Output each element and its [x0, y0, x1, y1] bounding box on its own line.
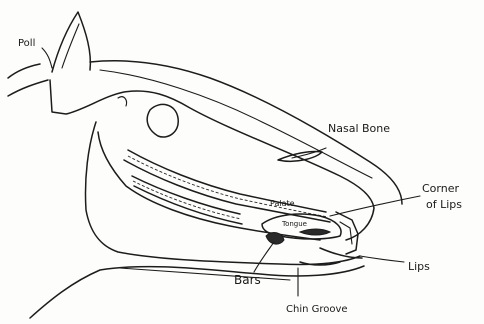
palate-label: Palate — [270, 199, 295, 208]
poll-leader — [42, 48, 52, 68]
ear-inner — [62, 24, 79, 68]
front-teeth — [336, 212, 358, 254]
mandible-outer — [85, 122, 360, 265]
bars-label: Bars — [234, 273, 261, 287]
orbit — [147, 104, 178, 137]
nasal-bone-label: Nasal Bone — [328, 122, 390, 135]
brow-curve — [118, 97, 127, 106]
neck-crest — [8, 80, 48, 96]
tongue-label: Tongue — [281, 220, 307, 228]
mane-line — [8, 64, 40, 78]
corner-of-lips-label-line2: of Lips — [426, 198, 462, 211]
corner-of-lips-label-line1: Corner — [422, 182, 459, 195]
poll-label: Poll — [18, 38, 35, 49]
lips-label: Lips — [408, 260, 430, 273]
chin-groove-label: Chin Groove — [286, 304, 348, 315]
upper-palate-top — [128, 150, 326, 212]
lower-teeth-bottom — [134, 186, 242, 224]
tongue-shading — [300, 229, 330, 235]
bars-leader — [254, 242, 274, 272]
lips-leader — [360, 256, 404, 262]
corner-of-lips-leader — [330, 196, 420, 216]
